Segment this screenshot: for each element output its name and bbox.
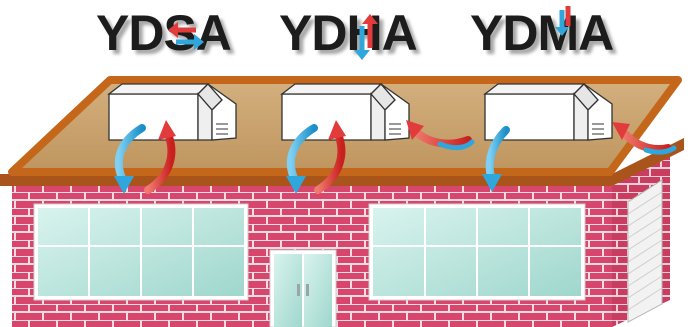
label-arrow-icons bbox=[0, 0, 698, 70]
glass-door bbox=[270, 250, 336, 327]
right-window bbox=[369, 204, 585, 300]
left-window bbox=[34, 204, 248, 300]
ydha-updown-icon bbox=[354, 14, 378, 60]
ydma-down-icon bbox=[555, 6, 569, 36]
rooftop-unit-ydha bbox=[282, 84, 409, 140]
ydsa-swap-icon bbox=[168, 22, 204, 50]
